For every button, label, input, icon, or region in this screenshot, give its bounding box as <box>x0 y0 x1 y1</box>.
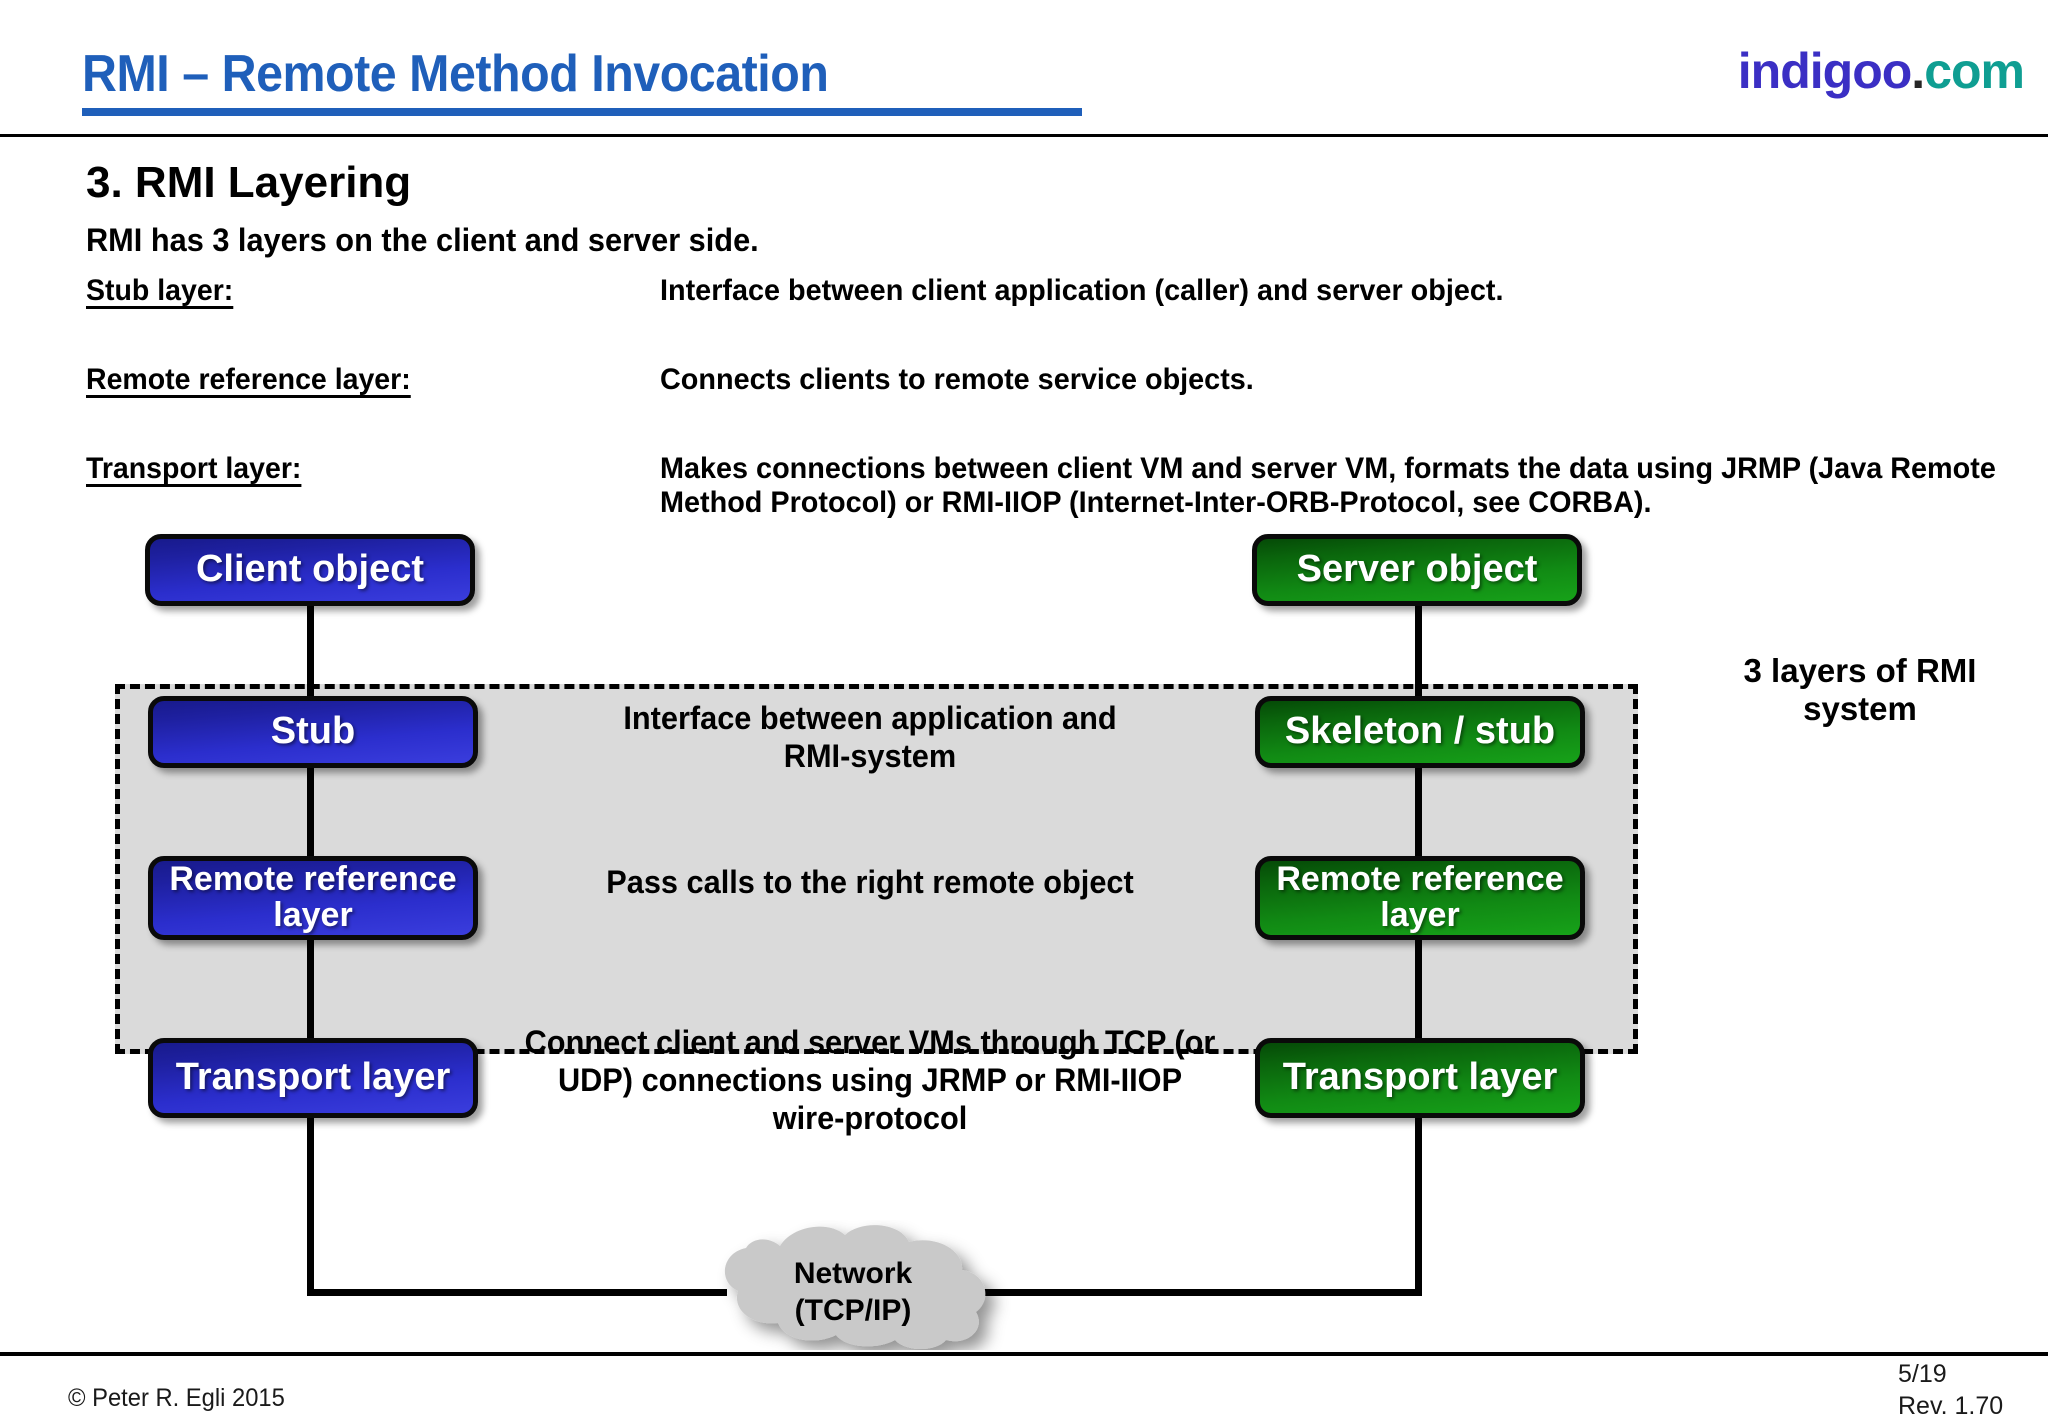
copyright-notice: © Peter R. Egli 2015 <box>68 1384 285 1412</box>
node-server-transport-label: Transport layer <box>1282 1056 1558 1099</box>
node-client-remote-reference-layer[interactable]: Remote reference layer <box>148 856 478 940</box>
node-server-rrl-label: Remote reference layer <box>1276 860 1564 934</box>
brand-tld: com <box>1924 43 2025 99</box>
network-cloud-label-line1: Network <box>793 1257 913 1290</box>
footer-divider <box>0 1352 2048 1356</box>
note-interface-layer: Interface between application and RMI-sy… <box>623 700 1117 774</box>
note-transport-layer: Connect client and server VMs through TC… <box>524 1024 1216 1136</box>
connector-client-rrl-to-transport <box>307 760 314 940</box>
connector-client-object-to-stub <box>307 604 314 714</box>
page-title-underline <box>82 108 1082 116</box>
node-server-skeleton-label: Skeleton / stub <box>1284 710 1556 753</box>
intro-sentence: RMI has 3 layers on the client and serve… <box>86 222 759 258</box>
layer-term-remote-reference: Remote reference layer: <box>86 363 411 396</box>
node-server-transport-layer[interactable]: Transport layer <box>1255 1038 1585 1118</box>
node-client-transport-layer[interactable]: Transport layer <box>148 1038 478 1118</box>
node-client-rrl-label: Remote reference layer <box>169 860 457 934</box>
header-divider <box>0 134 2048 137</box>
node-client-stub-label: Stub <box>270 710 356 753</box>
node-client-transport-label: Transport layer <box>175 1056 451 1099</box>
connector-server-network-horizontal <box>978 1289 1422 1296</box>
node-server-object-label: Server object <box>1296 548 1538 591</box>
node-client-object-label: Client object <box>195 548 425 591</box>
node-client-stub[interactable]: Stub <box>148 696 478 768</box>
rmi-layering-diagram: Client object Stub Remote reference laye… <box>0 520 2048 1350</box>
node-server-skeleton-stub[interactable]: Skeleton / stub <box>1255 696 1585 768</box>
network-cloud-label-line2: (TCP/IP) <box>794 1293 912 1327</box>
layer-term-transport: Transport layer: <box>86 452 302 485</box>
node-server-remote-reference-layer[interactable]: Remote reference layer <box>1255 856 1585 940</box>
connector-client-network-horizontal <box>307 1289 727 1296</box>
connector-server-rrl-to-transport <box>1415 760 1422 940</box>
network-cloud-label: Network (TCP/IP) <box>688 1256 1018 1329</box>
node-server-object[interactable]: Server object <box>1252 534 1582 606</box>
layer-description-transport: Makes connections between client VM and … <box>660 452 1996 519</box>
indigoo-logo: indigoo.com <box>1737 42 2025 100</box>
layer-term-stub: Stub layer: <box>86 274 234 307</box>
note-three-layers: 3 layers of RMI system <box>1743 652 1977 728</box>
revision-number: Rev. 1.70 <box>1898 1392 2004 1420</box>
node-client-object[interactable]: Client object <box>145 534 475 606</box>
page-title: RMI – Remote Method Invocation <box>82 45 829 103</box>
slide-header: RMI – Remote Method Invocation indigoo.c… <box>0 0 2048 135</box>
brand-dot: . <box>1911 43 1925 99</box>
layer-description-stub: Interface between client application (ca… <box>660 274 1504 307</box>
layer-description-remote-reference: Connects clients to remote service objec… <box>660 363 1254 396</box>
note-remote-reference-layer: Pass calls to the right remote object <box>606 864 1134 900</box>
connector-server-object-to-skeleton <box>1415 604 1422 714</box>
section-heading: 3. RMI Layering <box>86 158 412 207</box>
page-number: 5/19 <box>1898 1360 1947 1388</box>
brand-name: indigoo <box>1737 43 1912 99</box>
cloud-shape-icon <box>724 1225 986 1349</box>
network-cloud: Network (TCP/IP) <box>688 1220 1018 1350</box>
